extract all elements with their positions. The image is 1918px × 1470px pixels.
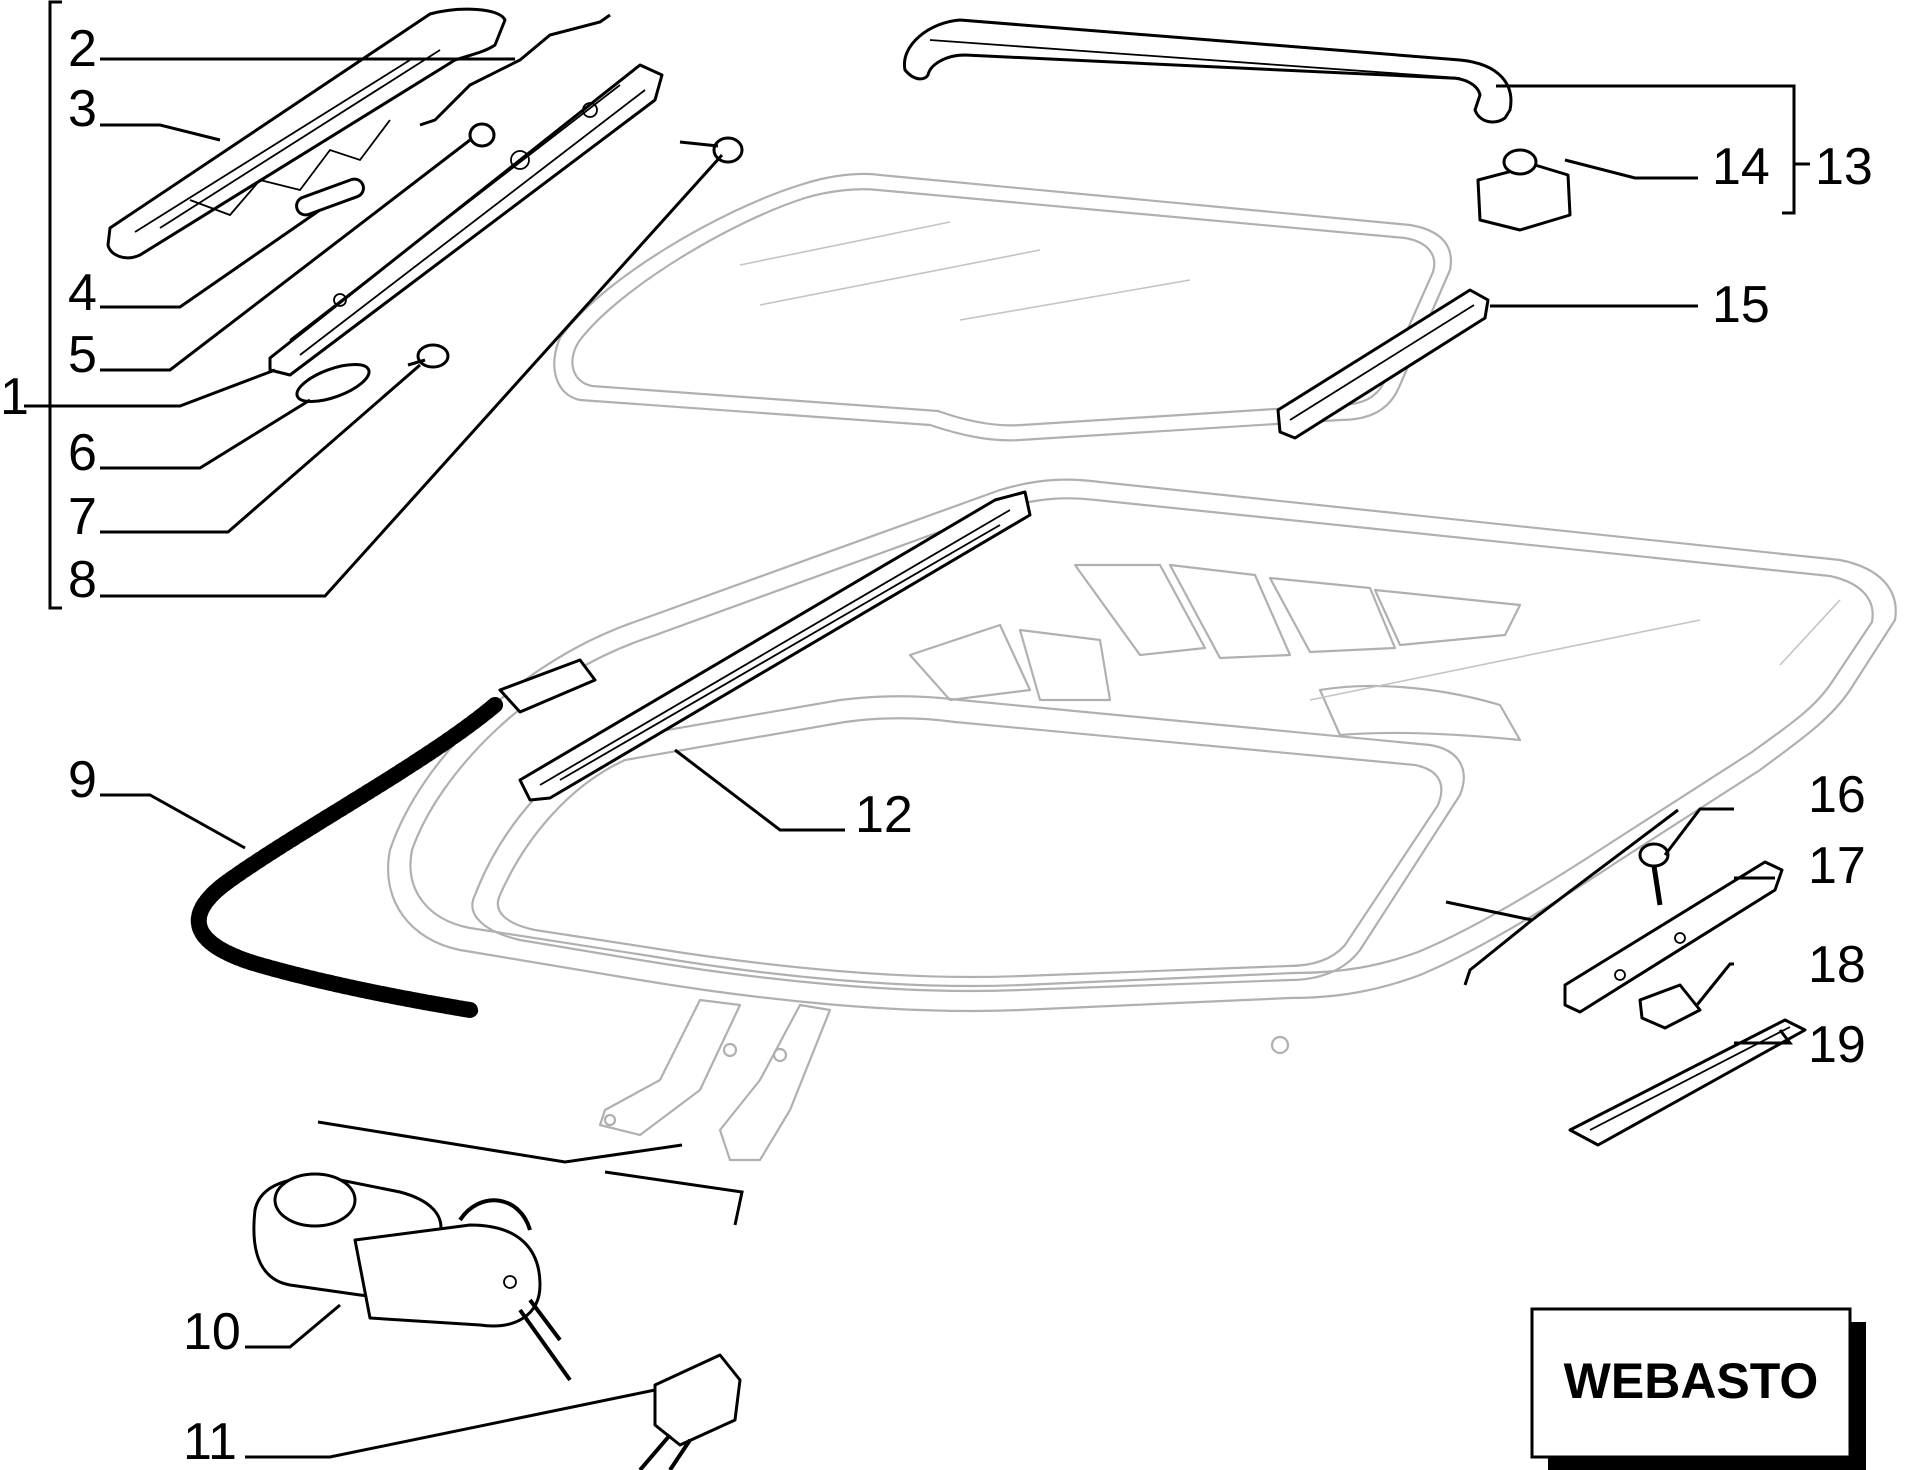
callout-labels: 1 2 3 4 5 6 7 8 9 10 11 12 13 14 15 16 1…	[0, 20, 1873, 1470]
bracket-part-17	[1563, 860, 1784, 1014]
callout-12: 12	[855, 786, 913, 844]
callout-6: 6	[68, 424, 97, 482]
pad-part-6	[295, 363, 371, 403]
deflector-bar-part	[903, 18, 1513, 124]
callout-4: 4	[68, 264, 97, 322]
glass-panel-outline	[553, 172, 1453, 442]
clip-block-part	[1476, 148, 1572, 232]
side-rail-part	[518, 490, 1032, 802]
callout-5: 5	[68, 326, 97, 384]
clip-part-18	[1638, 983, 1702, 1030]
callout-11: 11	[183, 1413, 237, 1470]
leader-lines	[24, 57, 1810, 1459]
callout-18: 18	[1808, 936, 1866, 994]
callout-1: 1	[0, 368, 29, 426]
nut-part-5	[468, 122, 496, 148]
drive-cable-part	[190, 658, 597, 1018]
callout-14: 14	[1712, 138, 1770, 196]
motor-part	[252, 1172, 572, 1382]
callout-16: 16	[1808, 766, 1866, 824]
callout-13: 13	[1815, 138, 1873, 196]
callout-15: 15	[1712, 276, 1770, 334]
callout-2: 2	[68, 20, 97, 78]
callout-8: 8	[68, 551, 97, 609]
wire-spring-part	[419, 13, 611, 127]
brand-label: WEBASTO	[1564, 1353, 1819, 1409]
brand-badge: WEBASTO	[1530, 1307, 1866, 1470]
slide-carriage-part	[268, 63, 664, 377]
pad-part-4	[295, 177, 365, 217]
strip-part-19	[1568, 1018, 1807, 1147]
bolt-part-16	[1638, 842, 1670, 906]
screw-part-8	[679, 136, 744, 164]
callout-19: 19	[1808, 1016, 1866, 1074]
callout-10: 10	[183, 1303, 241, 1361]
group-bracket-13	[1782, 84, 1796, 215]
callout-9: 9	[68, 751, 97, 809]
relay-part	[638, 1353, 742, 1470]
guide-rail-part	[106, 7, 507, 260]
roof-frame-outline	[387, 478, 1897, 1162]
seal-strip-part	[1276, 288, 1490, 440]
group-bracket-1	[48, 0, 62, 610]
callout-3: 3	[68, 80, 97, 138]
callout-7: 7	[68, 488, 97, 546]
callout-17: 17	[1808, 837, 1866, 895]
pin-part-7	[407, 343, 450, 369]
assembly-pointer-lines	[317, 808, 1679, 1226]
